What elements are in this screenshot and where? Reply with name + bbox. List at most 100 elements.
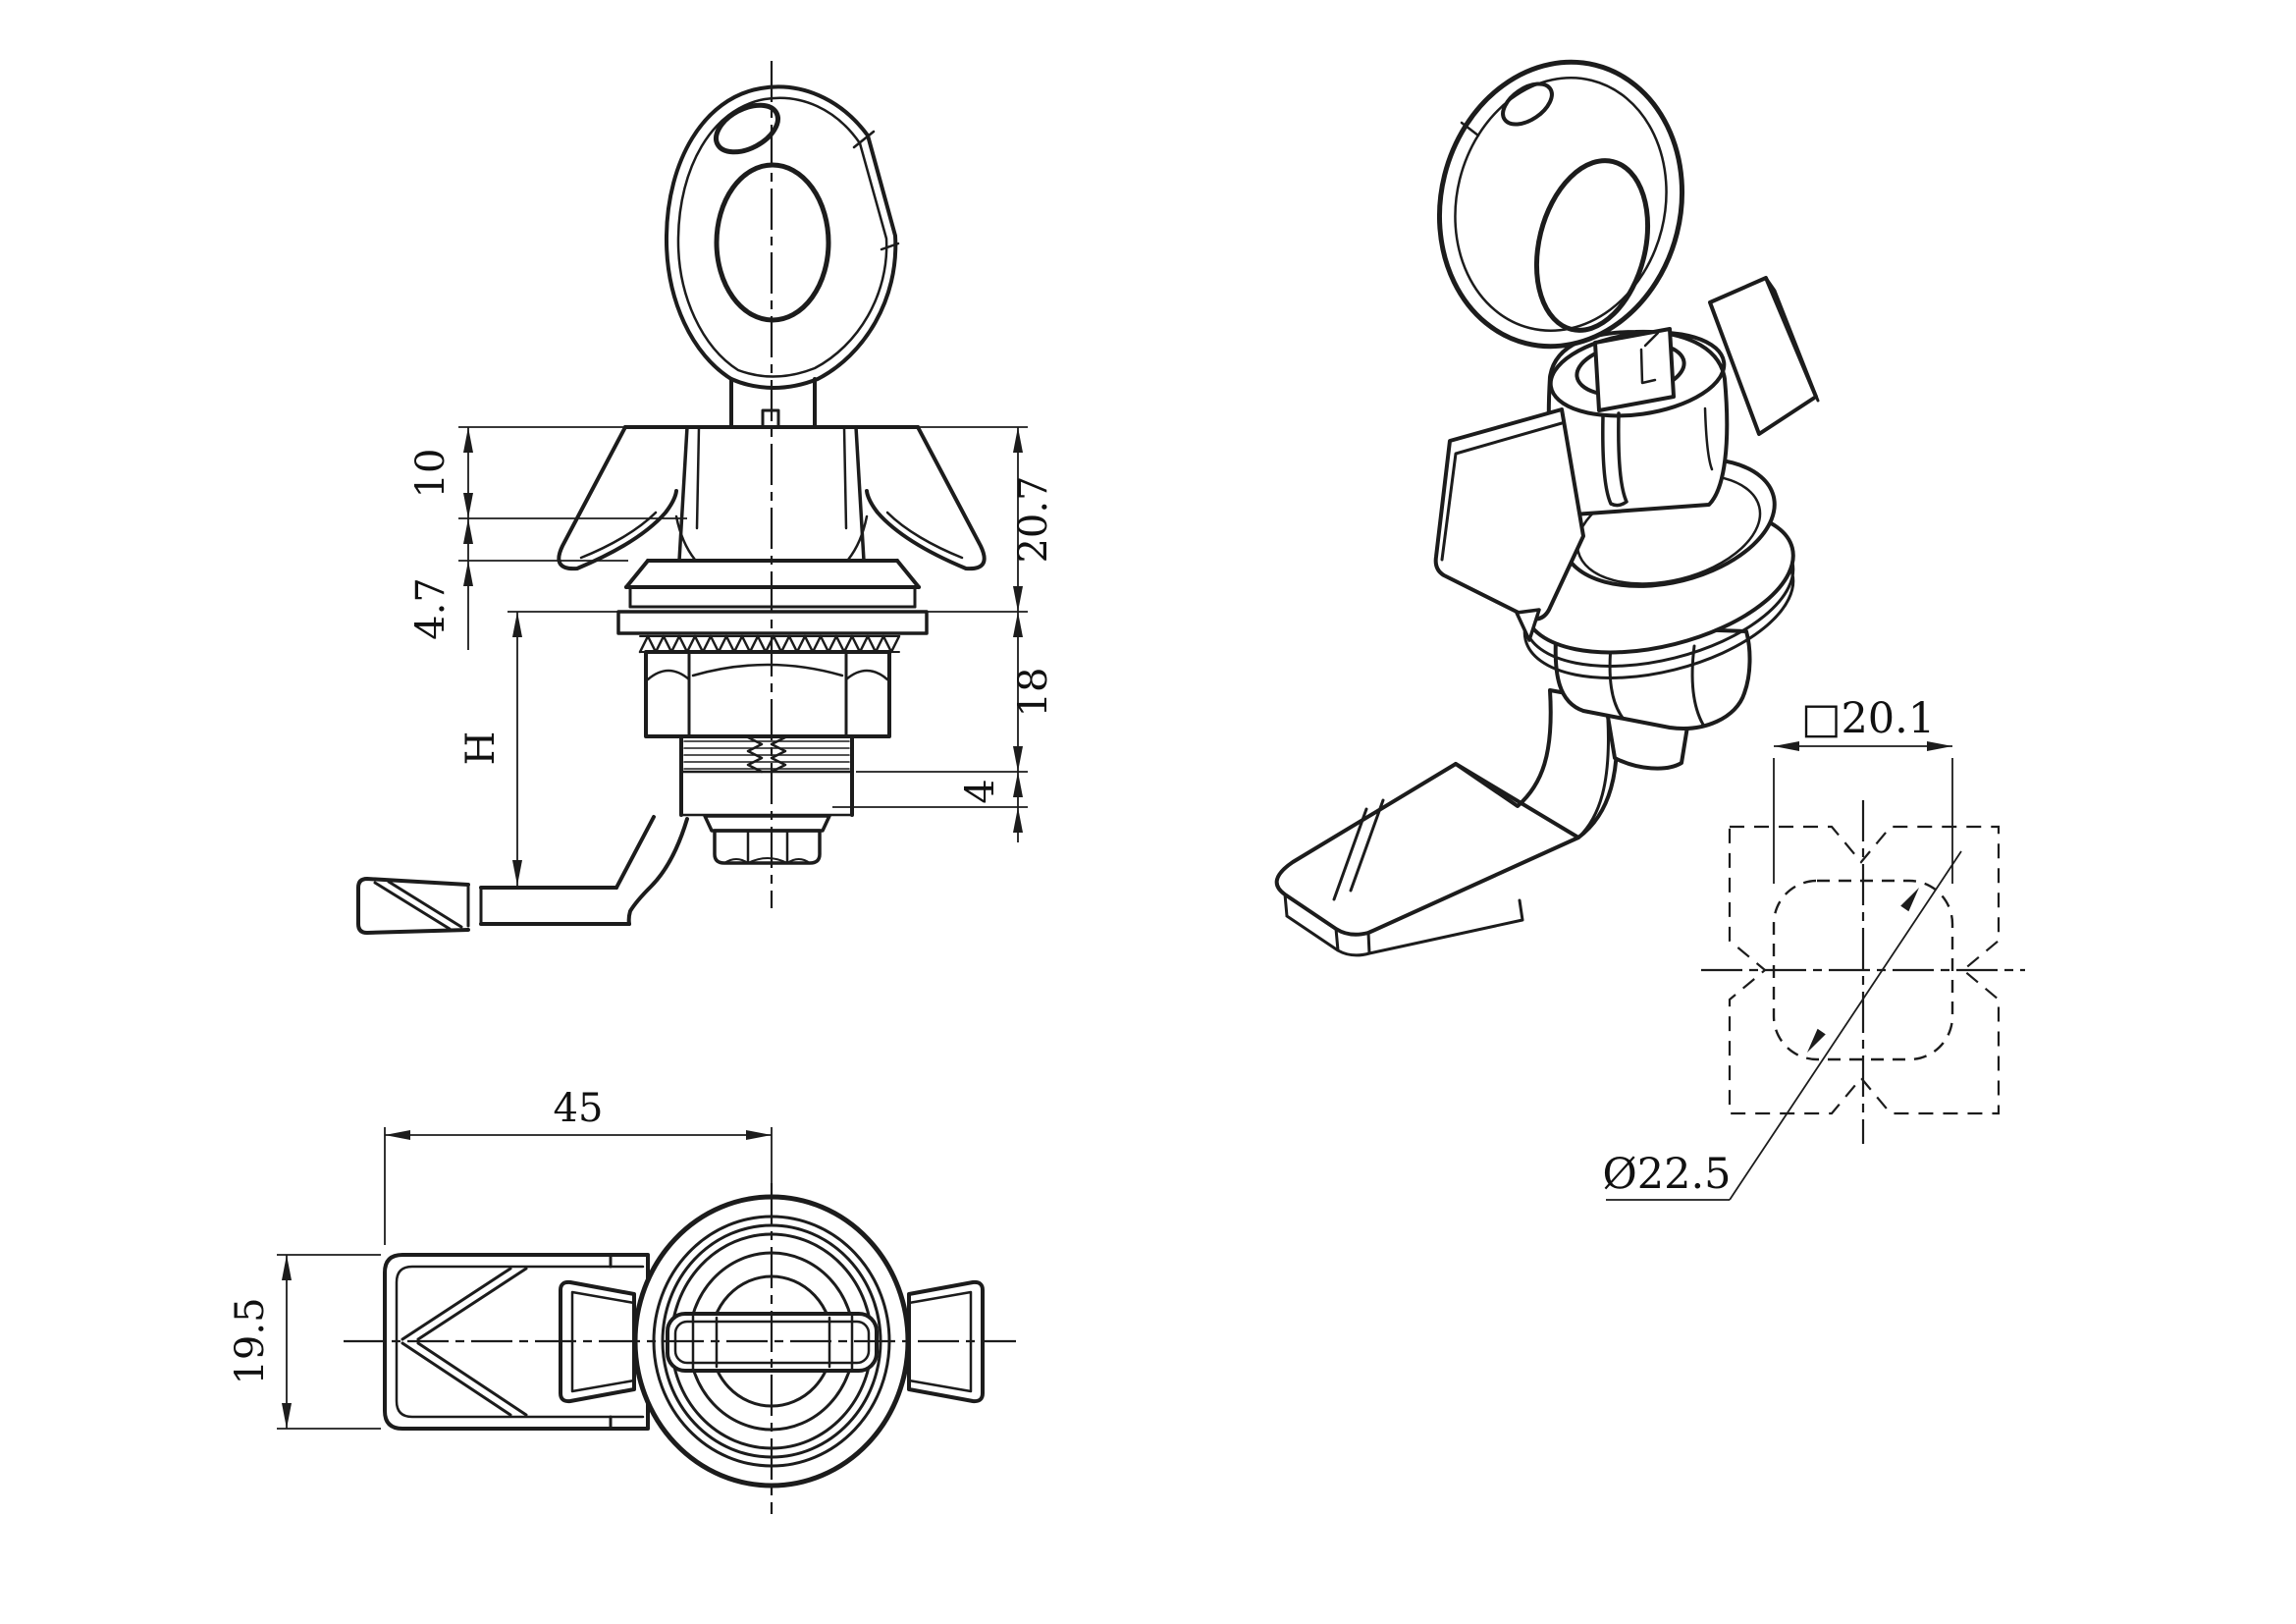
- arrowhead: [1807, 1028, 1826, 1053]
- arrowhead: [463, 561, 473, 586]
- cam-fold-crease: [1454, 762, 1580, 839]
- arrowhead: [1013, 772, 1023, 797]
- cam-lever-front: [356, 815, 689, 935]
- top-view: 45 19.5: [228, 1086, 1016, 1514]
- nut-facet: [1690, 644, 1705, 727]
- left-wing: [559, 1279, 636, 1404]
- key-head-outline: [1436, 59, 1685, 350]
- arrowhead: [746, 1130, 772, 1140]
- cam-tip-outline: [356, 877, 470, 935]
- cup-slot: [695, 425, 701, 530]
- dim-19.5-label: 19.5: [228, 1297, 273, 1384]
- key-shaft-notch: [1639, 348, 1657, 385]
- cutout-dimensions: □20.1 Ø22.5: [1603, 694, 1962, 1201]
- arrowhead: [385, 1130, 410, 1140]
- cup-slot: [842, 425, 848, 530]
- key-head-tick: [852, 130, 876, 149]
- key-shaft: [1593, 327, 1676, 412]
- left-wing-iso: [1433, 407, 1585, 642]
- dim-H-label: H: [458, 731, 504, 766]
- cam-bend-inner-line: [1576, 718, 1610, 839]
- isometric-view: [1274, 59, 1820, 957]
- wing-knob-front: [557, 425, 987, 571]
- cup-slot: [1601, 411, 1629, 508]
- arrowhead: [1900, 888, 1919, 912]
- lock-washer: [703, 814, 831, 833]
- cam-outline: [1274, 688, 1620, 937]
- key-head-hole: [1533, 158, 1651, 333]
- cam-bend-inner: [626, 817, 689, 926]
- cam-tip-diagonal: [373, 881, 452, 931]
- key-ring-hole: [714, 102, 780, 155]
- flange-slant: [624, 559, 650, 589]
- arrowhead: [1013, 586, 1023, 612]
- arrowhead: [282, 1255, 292, 1280]
- arrowhead: [512, 860, 522, 886]
- wing-thickness: [1440, 421, 1564, 562]
- right-wing-inner-line: [885, 511, 964, 560]
- cam-tip-diagonal: [1349, 798, 1385, 893]
- thread-crests: [683, 740, 850, 770]
- dim-10-label: 10: [408, 449, 454, 499]
- arrowhead: [282, 1403, 292, 1429]
- arrowhead: [1774, 741, 1799, 751]
- cam-fold-diagonals: [400, 1267, 528, 1417]
- key-head-tick: [1643, 331, 1660, 348]
- thread-zigzag: [770, 735, 787, 774]
- arrowhead: [463, 427, 473, 453]
- key-front: [664, 84, 900, 429]
- cup-slot-right: [1703, 406, 1714, 471]
- cam-thickness-edge: [1283, 893, 1524, 957]
- cam-nut-chamfer: [723, 857, 811, 864]
- cam-bend-outer: [614, 815, 656, 890]
- wing-root-curve: [674, 514, 697, 562]
- dim-45-label: 45: [554, 1086, 604, 1131]
- key-head-inner-line: [1454, 77, 1668, 332]
- dim-18-label: 18: [1011, 668, 1056, 718]
- left-wing: [557, 425, 678, 571]
- arrowhead: [1013, 427, 1023, 453]
- key-iso: [1436, 59, 1685, 412]
- key-head-tick: [880, 242, 900, 251]
- dim-diameter-label: Ø22.5: [1603, 1150, 1732, 1199]
- dim-20.7-label: 20.7: [1011, 475, 1056, 563]
- arrowhead: [1013, 612, 1023, 637]
- arrowhead: [512, 612, 522, 637]
- wing-spike: [1515, 608, 1541, 642]
- top-dimensions: 45 19.5: [228, 1086, 773, 1430]
- arrowhead: [463, 518, 473, 544]
- front-dimensions-right: 20.7 18 4: [832, 426, 1056, 842]
- key-head-inner-line: [676, 96, 888, 378]
- arrowhead: [463, 493, 473, 518]
- cam-lever-iso: [1274, 688, 1620, 957]
- panel-cutout-view: □20.1 Ø22.5: [1603, 694, 2025, 1201]
- right-wing: [865, 425, 987, 571]
- hex-nut-chamfer: [646, 663, 889, 681]
- serrated-washer-teeth: [638, 634, 901, 654]
- arrowhead: [1013, 807, 1023, 833]
- threaded-body-front: [679, 734, 854, 865]
- right-wing-iso: [1708, 276, 1820, 436]
- panel-break-outline: [1728, 825, 2001, 1115]
- wing-edge: [1764, 276, 1820, 403]
- front-dimensions-left: 10 4.7 H: [408, 426, 687, 886]
- hex-nut-outline: [644, 650, 891, 738]
- key-head-tick: [1460, 121, 1480, 137]
- thread-zigzag: [746, 735, 764, 774]
- dim-4.7-label: 4.7: [408, 577, 454, 640]
- dim-square-label: □20.1: [1801, 694, 1935, 743]
- cam-tip-diagonal: [387, 880, 463, 929]
- key-head-outline: [664, 84, 898, 390]
- front-view: 10 4.7 H 20.7 18: [356, 61, 1056, 935]
- key-ring-hole: [1501, 81, 1554, 127]
- wing-face: [1433, 407, 1585, 622]
- flange-slant: [895, 559, 921, 589]
- cup-side: [854, 425, 866, 563]
- leader-line: [1729, 850, 1962, 1201]
- cam-tip-diagonal: [1332, 807, 1368, 901]
- arrowhead: [1927, 741, 1952, 751]
- wing-root-curve: [846, 514, 869, 562]
- arrowhead: [1013, 746, 1023, 772]
